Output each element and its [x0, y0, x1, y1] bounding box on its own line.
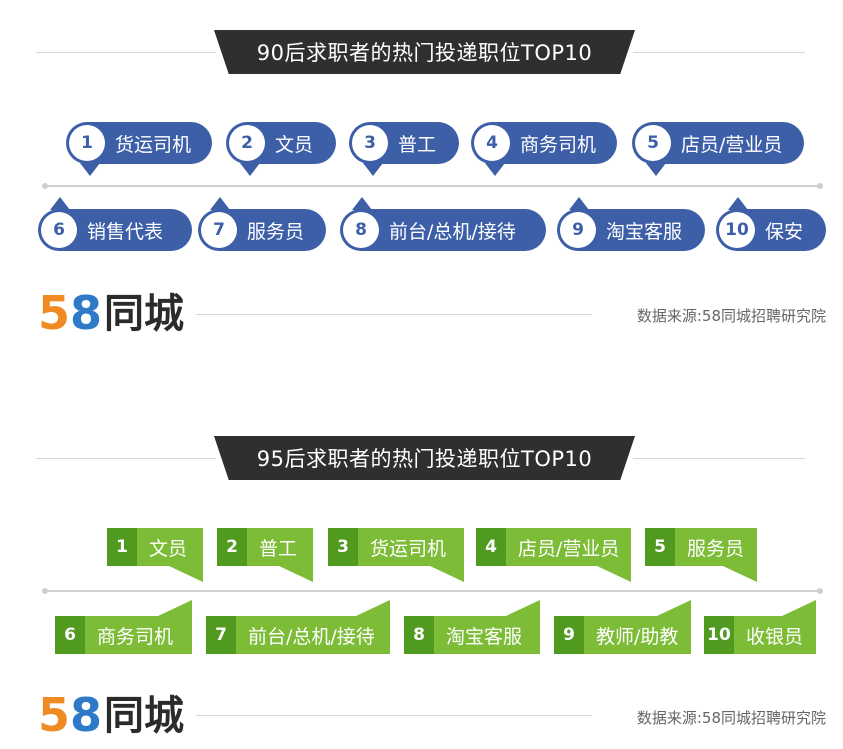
- rank-badge: 6 商务司机: [55, 600, 192, 654]
- rank-badge: 4 店员/营业员: [476, 528, 631, 582]
- rank-badge: 3 普工: [349, 122, 459, 176]
- rank-badge: 10 保安: [716, 197, 826, 251]
- row-divider: [42, 183, 823, 189]
- rank-number: 9: [560, 212, 596, 248]
- rank-badge: 4 商务司机: [471, 122, 617, 176]
- rank-number: 3: [328, 528, 358, 566]
- job-label: 文员: [149, 537, 188, 560]
- job-label: 前台/总机/接待: [248, 625, 375, 648]
- job-label: 店员/营业员: [681, 133, 783, 156]
- rank-number: 1: [69, 125, 105, 161]
- data-source: 数据来源:58同城招聘研究院: [636, 307, 826, 325]
- rank-number: 3: [352, 125, 388, 161]
- rank-number: 4: [474, 125, 510, 161]
- job-label: 服务员: [247, 220, 305, 243]
- rank-number: 7: [201, 212, 237, 248]
- rank-number: 10: [704, 616, 734, 654]
- rank-number: 6: [55, 616, 85, 654]
- rank-badge: 7 前台/总机/接待: [206, 600, 390, 654]
- logo-text: 同城: [104, 291, 185, 337]
- logo-digits: 58: [38, 286, 103, 340]
- job-label: 店员/营业员: [518, 537, 620, 560]
- rank-badge: 2 普工: [217, 528, 313, 582]
- title-rule-left: [36, 52, 216, 53]
- rank-badge: 7 服务员: [198, 197, 326, 251]
- job-label: 前台/总机/接待: [389, 220, 516, 243]
- logo-digits: 58: [38, 688, 103, 742]
- rank-badge: 9 淘宝客服: [557, 197, 705, 251]
- rank-number: 2: [229, 125, 265, 161]
- logo-text: 同城: [104, 693, 185, 739]
- title-rule-left: [36, 458, 216, 459]
- data-source: 数据来源:58同城招聘研究院: [636, 709, 826, 727]
- rank-number: 6: [41, 212, 77, 248]
- job-label: 淘宝客服: [606, 220, 683, 243]
- title-rule-right: [633, 458, 805, 459]
- job-label: 保安: [765, 220, 804, 243]
- rank-badge: 10 收银员: [704, 600, 816, 654]
- job-label: 淘宝客服: [446, 625, 523, 648]
- rank-badge: 9 教师/助教: [554, 600, 691, 654]
- section-title: 95后求职者的热门投递职位TOP10: [214, 436, 635, 480]
- rank-badge: 2 文员: [226, 122, 336, 176]
- job-label: 教师/助教: [596, 625, 679, 648]
- rank-badge: 1 文员: [107, 528, 203, 582]
- footer-rule: [196, 715, 592, 716]
- footer-rule: [196, 314, 592, 315]
- brand-logo: 58 同城: [38, 692, 184, 738]
- job-label: 货运司机: [370, 537, 447, 560]
- job-label: 文员: [275, 133, 314, 156]
- rank-badge: 8 前台/总机/接待: [340, 197, 546, 251]
- job-label: 收银员: [746, 625, 804, 648]
- rank-number: 4: [476, 528, 506, 566]
- job-label: 商务司机: [520, 133, 597, 156]
- rank-badge: 5 服务员: [645, 528, 757, 582]
- job-label: 普工: [259, 537, 298, 560]
- rank-badge: 1 货运司机: [66, 122, 212, 176]
- job-label: 销售代表: [87, 220, 164, 243]
- rank-badge: 8 淘宝客服: [404, 600, 540, 654]
- rank-number: 5: [645, 528, 675, 566]
- section-95s: 95后求职者的热门投递职位TOP10 1 文员 2 普工 3 货运司机 4 店员…: [0, 410, 843, 749]
- job-label: 货运司机: [115, 133, 192, 156]
- rank-number: 1: [107, 528, 137, 566]
- rank-number: 10: [719, 212, 755, 248]
- job-label: 商务司机: [97, 625, 174, 648]
- rank-number: 5: [635, 125, 671, 161]
- brand-logo: 58 同城: [38, 290, 184, 336]
- rank-number: 8: [343, 212, 379, 248]
- row-divider: [42, 588, 823, 594]
- rank-badge: 3 货运司机: [328, 528, 464, 582]
- rank-number: 8: [404, 616, 434, 654]
- rank-number: 7: [206, 616, 236, 654]
- rank-badge: 5 店员/营业员: [632, 122, 804, 176]
- job-label: 服务员: [687, 537, 745, 560]
- title-rule-right: [633, 52, 805, 53]
- rank-number: 9: [554, 616, 584, 654]
- job-label: 普工: [398, 133, 437, 156]
- rank-badge: 6 销售代表: [38, 197, 192, 251]
- section-90s: 90后求职者的热门投递职位TOP10 1 货运司机 2 文员 3 普工 4 商务…: [0, 0, 843, 360]
- rank-number: 2: [217, 528, 247, 566]
- section-title: 90后求职者的热门投递职位TOP10: [214, 30, 635, 74]
